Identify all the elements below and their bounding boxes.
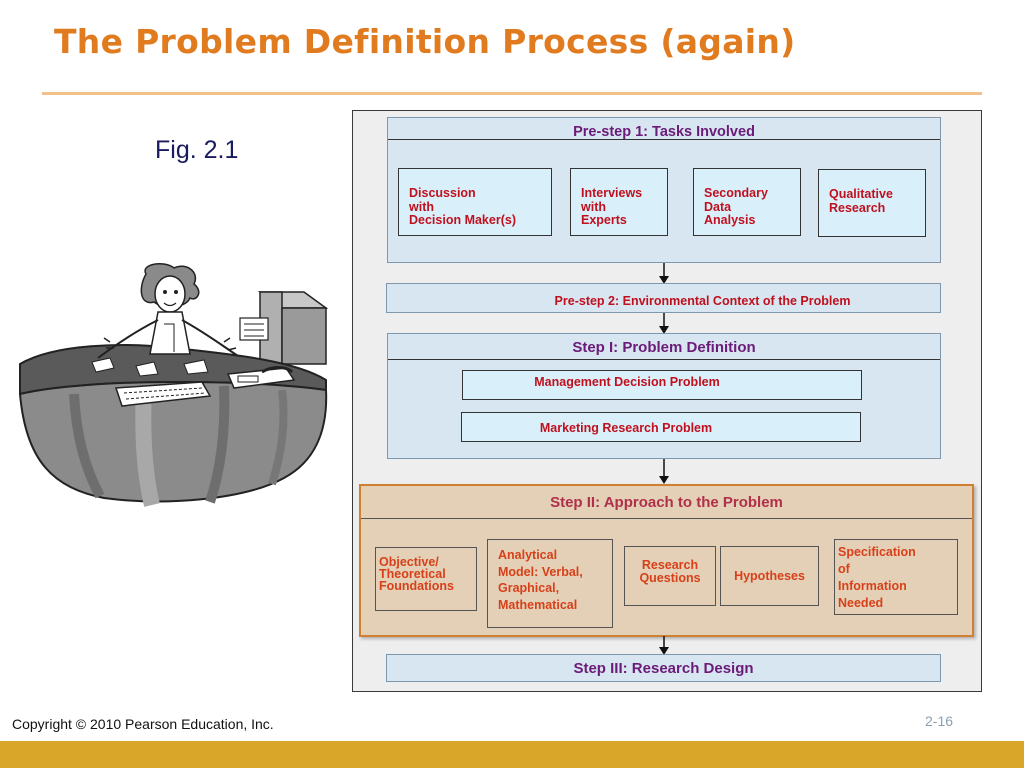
telephone — [226, 366, 296, 389]
arrow-down-icon — [659, 263, 669, 284]
papers — [91, 357, 209, 377]
filing-cabinet — [239, 291, 329, 365]
arrow-down-icon — [659, 636, 669, 655]
arrow-down-icon — [659, 459, 669, 484]
person — [97, 262, 239, 359]
step3-bar: Step III: Research Design — [386, 654, 941, 682]
page-number: 2-16 — [925, 713, 954, 729]
approach-box-theoretical-foundations: Objective/ Theoretical Foundations — [375, 547, 477, 611]
approach-box-hypotheses: Hypotheses — [720, 546, 819, 606]
keyboard — [114, 381, 212, 407]
task-box-interviews: Interviews with Experts — [570, 168, 668, 236]
approach-box-research-questions: Research Questions — [624, 546, 716, 606]
prestep2-bar: Pre-step 2: Environmental Context of the… — [386, 283, 941, 313]
stressed-person-at-desk-illustration — [18, 262, 329, 507]
approach-box-analytical-model: Analytical Model: Verbal, Graphical, Mat… — [487, 539, 613, 628]
task-box-discussion: Discussion with Decision Maker(s) — [398, 168, 552, 236]
prestep1-title: Pre-step 1: Tasks Involved — [388, 118, 940, 140]
figure-label: Fig. 2.1 — [155, 136, 239, 164]
management-decision-problem-box: Management Decision Problem — [462, 370, 862, 400]
step1-panel: Step I: Problem Definition Management De… — [387, 333, 941, 459]
step2-panel: Step II: Approach to the Problem Objecti… — [359, 484, 974, 637]
arrow-down-icon — [659, 313, 669, 334]
step1-title: Step I: Problem Definition — [388, 334, 940, 360]
step2-title: Step II: Approach to the Problem — [361, 486, 972, 519]
title-divider — [42, 92, 982, 95]
approach-box-information-needed: Specification of Information Needed — [834, 539, 958, 615]
task-box-secondary-data: Secondary Data Analysis — [693, 168, 801, 236]
footer-band — [0, 741, 1024, 768]
marketing-research-problem-box: Marketing Research Problem — [461, 412, 861, 442]
task-box-qualitative: Qualitative Research — [818, 169, 926, 237]
process-diagram: Pre-step 1: Tasks Involved Discussion wi… — [352, 110, 982, 692]
prestep1-panel: Pre-step 1: Tasks Involved Discussion wi… — [387, 117, 941, 263]
copyright: Copyright © 2010 Pearson Education, Inc. — [12, 716, 274, 732]
slide-title: The Problem Definition Process (again) — [54, 22, 796, 61]
